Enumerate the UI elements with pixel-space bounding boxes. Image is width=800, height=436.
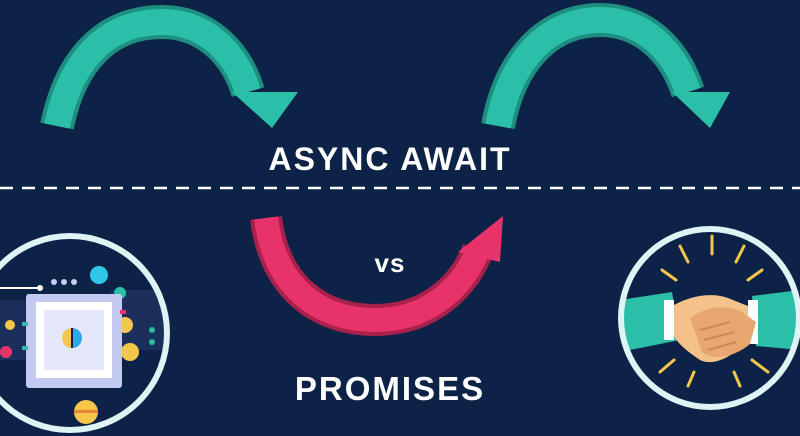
teal-arrow-right-icon — [481, 2, 730, 130]
handshake-icon — [618, 226, 800, 410]
teal-arrow-left-icon — [40, 4, 298, 130]
vs-label: vs — [374, 248, 406, 278]
promises-title: PROMISES — [294, 370, 486, 407]
chip-icon — [0, 233, 170, 433]
async-await-title: ASYNC AWAIT — [268, 141, 512, 177]
pink-arrow-icon — [250, 215, 503, 337]
